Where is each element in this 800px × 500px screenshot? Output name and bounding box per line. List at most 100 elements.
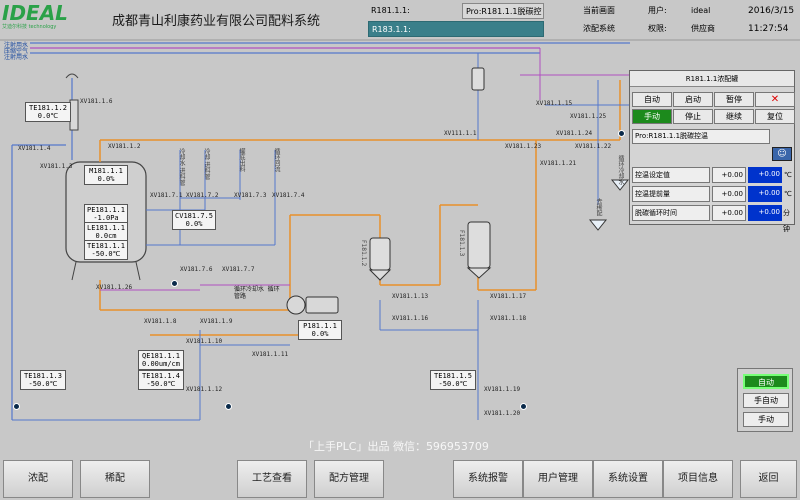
mode-panel: 自动 手自动 手动 (737, 368, 793, 432)
logo-subtext: 艾迪尔科技 technology (2, 24, 57, 30)
legend-steam: 注射用水 (4, 42, 29, 49)
reset-button[interactable]: 复位 (755, 109, 795, 124)
nav-project-info-button[interactable]: 项目信息 (663, 460, 733, 498)
tank-level-display[interactable]: M181.1.1 0.0% (84, 165, 128, 185)
perm-value: 供应商 (691, 24, 715, 33)
user-value: ideal (691, 6, 711, 15)
panel-title: R181.1.1浓配罐 (630, 71, 794, 87)
valve-label: XV181.1.16 (392, 315, 429, 322)
date-display: 2016/3/15 (748, 6, 795, 16)
check-valve-icon[interactable] (171, 280, 178, 287)
valve-label: XV181.7.3 (234, 192, 267, 199)
check-valve-icon[interactable] (13, 403, 20, 410)
check-valve-icon[interactable] (225, 403, 232, 410)
page-title: 成都青山利康药业有限公司配料系统 (112, 14, 321, 29)
valve-label: XV181.1.20 (484, 410, 521, 417)
nav-alarm-button[interactable]: 系统报警 (453, 460, 523, 498)
nav-process-button[interactable]: 工艺查看 (237, 460, 307, 498)
te-181-1-5[interactable]: TE181.1.5 -50.0℃ (430, 370, 476, 390)
valve-label: XV181.1.8 (144, 318, 177, 325)
valve-label: XV181.1.24 (556, 130, 593, 137)
conductivity-display[interactable]: QE181.1.1 0.00um/cm (138, 350, 184, 370)
te-181-1-2[interactable]: TE181.1.2 0.0℃ (25, 102, 71, 122)
close-button[interactable]: ✕ (755, 92, 795, 107)
tank-temp-display[interactable]: TE181.1.1 -50.0℃ (84, 240, 128, 260)
valve-label: XV181.7.4 (272, 192, 305, 199)
operator-icon[interactable]: ☺ (772, 147, 792, 161)
mode-semi-button[interactable]: 手自动 (743, 393, 789, 408)
pause-button[interactable]: 暂停 (714, 92, 754, 107)
filter-housing-top (471, 67, 485, 91)
cycle-time-input[interactable]: +0.00 (748, 205, 782, 221)
nav-recipe-button[interactable]: 配方管理 (314, 460, 384, 498)
valve-label: XV181.1.12 (186, 386, 223, 393)
nav-back-button[interactable]: 返回 (740, 460, 797, 498)
mode-manual-button[interactable]: 手动 (743, 412, 789, 427)
valve-label: XV111.1.1 (444, 130, 477, 137)
filter-label-1: F181.1.2 (360, 240, 367, 267)
continue-button[interactable]: 继续 (714, 109, 754, 124)
valve-label: XV181.1.23 (505, 143, 542, 150)
control-valve-display[interactable]: CV181.7.5 0.0% (172, 210, 216, 230)
valve-label: XV181.1.17 (490, 293, 527, 300)
valve-label: XV181.1.4 (18, 145, 51, 152)
legend-compressed: 压缩空气 (4, 48, 29, 55)
valve-label: XV181.1.22 (575, 143, 612, 150)
manual-button[interactable]: 手动 (632, 109, 672, 124)
te-181-1-3[interactable]: TE181.1.3 -50.0℃ (20, 370, 66, 390)
temp-advance-unit: ℃ (784, 190, 792, 198)
valve-label: XV181.1.6 (80, 98, 113, 105)
check-valve-icon[interactable] (520, 403, 527, 410)
temp-setpoint-value: +0.00 (712, 167, 746, 183)
level-display[interactable]: LE181.1.1 0.0cm (84, 222, 128, 242)
nav-user-button[interactable]: 用户管理 (523, 460, 593, 498)
pipe-note-5: 循环冷却水 循环管路 (234, 286, 280, 300)
pipe-note-3: 罐底出料 (238, 148, 245, 172)
filter-housing-1 (369, 237, 391, 271)
pipe-note-7: 去稀配 (595, 198, 602, 216)
stop-button[interactable]: 停止 (673, 109, 713, 124)
pipe-note-6: 循环冷却水 (617, 155, 624, 185)
valve-label: XV181.1.13 (392, 293, 429, 300)
cycle-time-unit: 分钟 (783, 209, 790, 233)
pipe-note-1: 冷却水 进料管 (178, 148, 185, 186)
pipe-note-2: 冷却 进料管 (203, 148, 210, 180)
status-tag-2: R183.1.1: (368, 21, 544, 37)
temp-advance-value: +0.00 (712, 186, 746, 202)
valve-label: XV181.1.26 (96, 284, 133, 291)
nav-settings-button[interactable]: 系统设置 (593, 460, 663, 498)
logo-text: IDEAL (2, 1, 68, 25)
valve-label: XV181.1.11 (252, 351, 289, 358)
status-value: Pro:R181.1.1脱碳控温 (462, 3, 544, 32)
header-bar: IDEAL 艾迪尔科技 technology 成都青山利康药业有限公司配料系统 … (0, 0, 800, 40)
pressure-display[interactable]: PE181.1.1 -1.0Pa (84, 204, 128, 224)
te-181-1-4[interactable]: TE181.1.4 -50.0℃ (138, 370, 184, 390)
valve-label: XV181.1.25 (570, 113, 607, 120)
temp-setpoint-label: 控温设定值 (632, 167, 710, 183)
temp-setpoint-unit: ℃ (784, 171, 792, 179)
mode-auto-button[interactable]: 自动 (743, 374, 789, 389)
status-tag: R181.1.1: (371, 6, 410, 15)
valve-label: XV181.7.6 (180, 266, 213, 273)
temp-setpoint-input[interactable]: +0.00 (748, 167, 782, 183)
pump-motor (305, 296, 339, 314)
current-screen-value: 浓配系统 (583, 24, 615, 33)
valve-label: XV181.1.19 (484, 386, 521, 393)
tank-control-panel: R181.1.1浓配罐 自动 启动 暂停 ✕ 手动 停止 继续 复位 Pro:R… (629, 70, 795, 233)
valve-label: XV181.1.18 (490, 315, 527, 322)
program-name: Pro:R181.1.1脱碳控温 (632, 129, 770, 144)
nav-dilute-button[interactable]: 稀配 (80, 460, 150, 498)
pump-body (286, 295, 306, 315)
check-valve-icon[interactable] (618, 130, 625, 137)
valve-label: XV181.1.10 (186, 338, 223, 345)
cycle-time-value: +0.00 (712, 205, 746, 221)
start-button[interactable]: 启动 (673, 92, 713, 107)
temp-advance-input[interactable]: +0.00 (748, 186, 782, 202)
perm-label: 权限: (648, 24, 667, 33)
filter-label-2: F181.1.3 (458, 230, 465, 257)
pump-speed-display[interactable]: P181.1.1 0.0% (298, 320, 342, 340)
temp-advance-label: 控温提前量 (632, 186, 710, 202)
auto-button[interactable]: 自动 (632, 92, 672, 107)
nav-concentrate-button[interactable]: 浓配 (3, 460, 73, 498)
